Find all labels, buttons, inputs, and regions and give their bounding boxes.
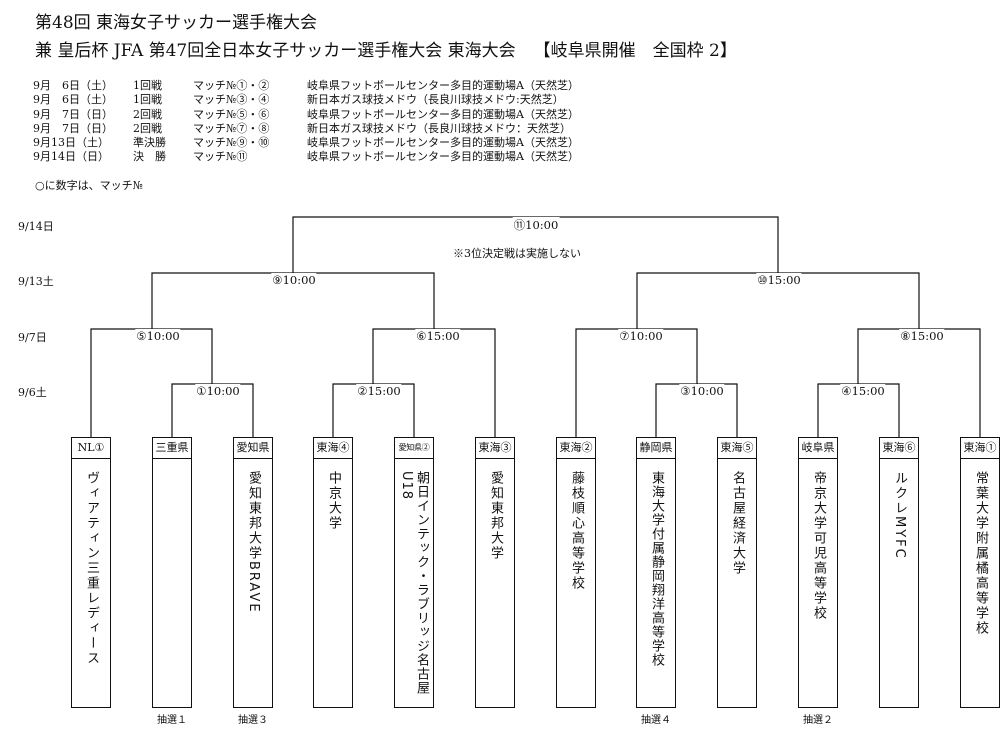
team-box-10: 岐阜県 帝京大学可児高等学校 — [798, 437, 838, 708]
schedule-date: 9月 6日（土） — [33, 93, 113, 107]
team-seed: 静岡県 — [637, 438, 675, 459]
team-seed: NL① — [72, 438, 110, 459]
match-6-label: ⑥15:00 — [415, 329, 461, 343]
team-box-9: 東海⑤ 名古屋経済大学 — [717, 437, 757, 708]
bracket-line-m6 — [372, 328, 496, 437]
bracket-line-m5 — [90, 328, 213, 437]
draw-note-2: 抽選２ — [803, 715, 833, 726]
team-seed: 愛知県 — [234, 438, 272, 459]
match-8-label: ⑧15:00 — [899, 329, 945, 343]
match-5-label: ⑤10:00 — [135, 329, 181, 343]
team-box-11: 東海⑥ ルクレMYFC — [879, 437, 919, 708]
round-date-semifinal: 9/13土 — [18, 275, 54, 288]
schedule-date: 9月 7日（日） — [33, 107, 113, 121]
team-name: 愛知東邦大学BRAVE — [246, 471, 261, 614]
match-number-note: ○に数字は、マッチ№ — [35, 179, 144, 192]
team-box-3: 愛知県 愛知東邦大学BRAVE — [233, 437, 273, 708]
schedule-round: 準決勝 — [133, 136, 166, 150]
team-seed: 東海④ — [314, 438, 352, 459]
schedule-match: マッチ№①・② — [193, 79, 270, 92]
team-box-6: 東海③ 愛知東邦大学 — [475, 437, 515, 708]
schedule-match: マッチ№⑪ — [193, 150, 248, 164]
team-name: ルクレMYFC — [892, 471, 907, 560]
schedule-date: 9月 7日（日） — [33, 121, 113, 135]
schedule-match: マッチ№⑦・⑧ — [193, 121, 270, 135]
subtitle-main: 兼 皇后杯 JFA 第47回全日本女子サッカー選手権大会 東海大会 — [35, 41, 516, 61]
schedule-date: 9月 6日（土） — [33, 79, 113, 92]
team-seed: 岐阜県 — [799, 438, 837, 459]
team-box-5: 愛知県② 朝日インテック・ラブリッジ名古屋U18 — [394, 437, 434, 708]
schedule-round: 1回戦 — [133, 79, 162, 92]
bracket-line-m8 — [857, 328, 981, 437]
schedule-round: 決 勝 — [133, 150, 166, 164]
tournament-subtitle: 兼 皇后杯 JFA 第47回全日本女子サッカー選手権大会 東海大会【岐阜県開催 … — [35, 36, 737, 61]
team-name: ヴィアティン三重レディース — [84, 471, 99, 666]
match-3-label: ③10:00 — [679, 384, 725, 398]
schedule-match: マッチ№⑤・⑥ — [193, 107, 270, 121]
team-seed: 東海⑤ — [718, 438, 756, 459]
host-info: 【岐阜県開催 全国枠 2】 — [533, 41, 737, 61]
team-box-8: 静岡県 東海大学付属静岡翔洋高等学校 — [636, 437, 676, 708]
tournament-title: 第48回 東海女子サッカー選手権大会 — [35, 13, 318, 33]
match-11-label: ⑪10:00 — [512, 217, 560, 233]
schedule-venue: 岐阜県フットボールセンター多目的運動場A（天然芝） — [307, 79, 579, 92]
draw-note-3: 抽選３ — [238, 715, 268, 726]
team-name: 常葉大学附属橘高等学校 — [973, 471, 988, 636]
schedule-round: 2回戦 — [133, 107, 162, 121]
match-10-label: ⑩15:00 — [756, 273, 802, 287]
team-seed: 東海① — [961, 438, 999, 459]
team-seed: 東海③ — [476, 438, 514, 459]
round-date-final: 9/14日 — [18, 220, 54, 233]
schedule-date: 9月13日（土） — [33, 136, 109, 150]
draw-note-4: 抽選４ — [641, 715, 671, 726]
match-2-label: ②15:00 — [356, 384, 402, 398]
team-seed: 愛知県② — [395, 438, 433, 459]
match-1-label: ①10:00 — [195, 384, 241, 398]
schedule-date: 9月14日（日） — [33, 150, 109, 164]
schedule-venue: 新日本ガス球技メドウ（長良川球技メドウ：天然芝） — [307, 121, 571, 135]
team-name: 帝京大学可児高等学校 — [811, 471, 826, 621]
match-7-label: ⑦10:00 — [618, 329, 664, 343]
team-box-7: 東海② 藤枝順心高等学校 — [556, 437, 596, 708]
schedule-venue: 岐阜県フットボールセンター多目的運動場A（天然芝） — [307, 136, 579, 150]
team-box-1: NL① ヴィアティン三重レディース — [71, 437, 111, 708]
team-name: 藤枝順心高等学校 — [569, 471, 584, 591]
round-date-round2: 9/7日 — [18, 331, 47, 344]
match-9-label: ⑨10:00 — [271, 273, 317, 287]
bracket-line-m7 — [575, 328, 698, 437]
schedule-round: 1回戦 — [133, 93, 162, 107]
team-name: 中京大学 — [326, 471, 341, 531]
team-name: 愛知東邦大学 — [488, 471, 503, 561]
schedule-match: マッチ№③・④ — [193, 93, 270, 107]
team-name: 東海大学付属静岡翔洋高等学校 — [649, 471, 664, 667]
team-seed: 東海⑥ — [880, 438, 918, 459]
schedule-venue: 岐阜県フットボールセンター多目的運動場A（天然芝） — [307, 150, 579, 164]
team-name: 朝日インテック・ラブリッジ名古屋U18 — [399, 471, 429, 695]
team-box-2: 三重県 — [152, 437, 192, 708]
match-4-label: ④15:00 — [840, 384, 886, 398]
team-box-4: 東海④ 中京大学 — [313, 437, 353, 708]
team-name: 名古屋経済大学 — [730, 471, 745, 576]
third-place-note: ※3位決定戦は実施しない — [453, 247, 581, 260]
schedule-round: 2回戦 — [133, 121, 162, 135]
round-date-round1: 9/6土 — [18, 386, 47, 399]
schedule-venue: 岐阜県フットボールセンター多目的運動場A（天然芝） — [307, 107, 579, 121]
schedule-match: マッチ№⑨・⑩ — [193, 136, 270, 150]
schedule-venue: 新日本ガス球技メドウ（長良川球技メドウ:天然芝） — [307, 93, 564, 107]
team-seed: 東海② — [557, 438, 595, 459]
team-box-12: 東海① 常葉大学附属橘高等学校 — [960, 437, 1000, 708]
draw-note-1: 抽選１ — [157, 715, 187, 726]
team-seed: 三重県 — [153, 438, 191, 459]
